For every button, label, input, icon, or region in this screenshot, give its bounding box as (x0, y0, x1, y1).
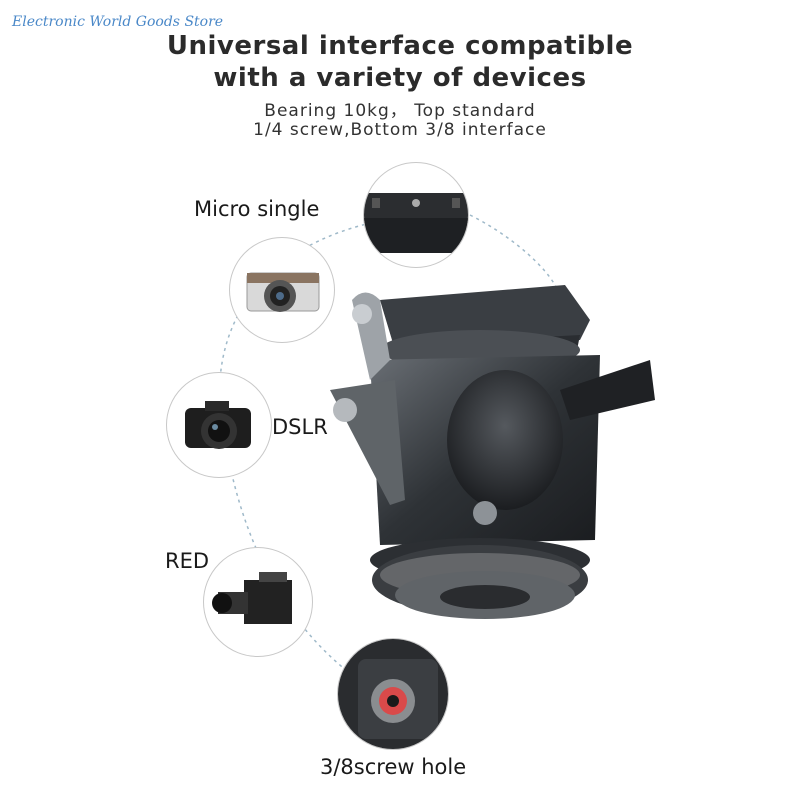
subheadline-line-2: 1/4 screw,Bottom 3/8 interface (253, 120, 547, 140)
red-cinema-camera-circle (203, 547, 313, 657)
headline-line-1: Universal interface compatible (166, 31, 634, 61)
top-plate-closeup (363, 162, 469, 268)
headline-line-2: with a variety of devices (213, 63, 587, 93)
label-micro-single: Micro single (194, 197, 320, 221)
dslr-camera-circle (166, 372, 272, 478)
mirrorless-camera-circle (229, 237, 335, 343)
subheadline-line-1: Bearing 10kg， Top standard (264, 101, 536, 121)
label-dslr: DSLR (272, 415, 328, 439)
screw-hole-closeup (337, 638, 449, 750)
dslr-camera-icon (185, 401, 251, 449)
mirrorless-camera-icon (246, 272, 320, 312)
label-screw-hole: 3/8screw hole (320, 755, 467, 779)
store-watermark: Electronic World Goods Store (12, 14, 224, 30)
screw-hole-icon (338, 639, 448, 749)
cinema-camera-icon (212, 572, 292, 624)
label-red: RED (165, 549, 210, 573)
